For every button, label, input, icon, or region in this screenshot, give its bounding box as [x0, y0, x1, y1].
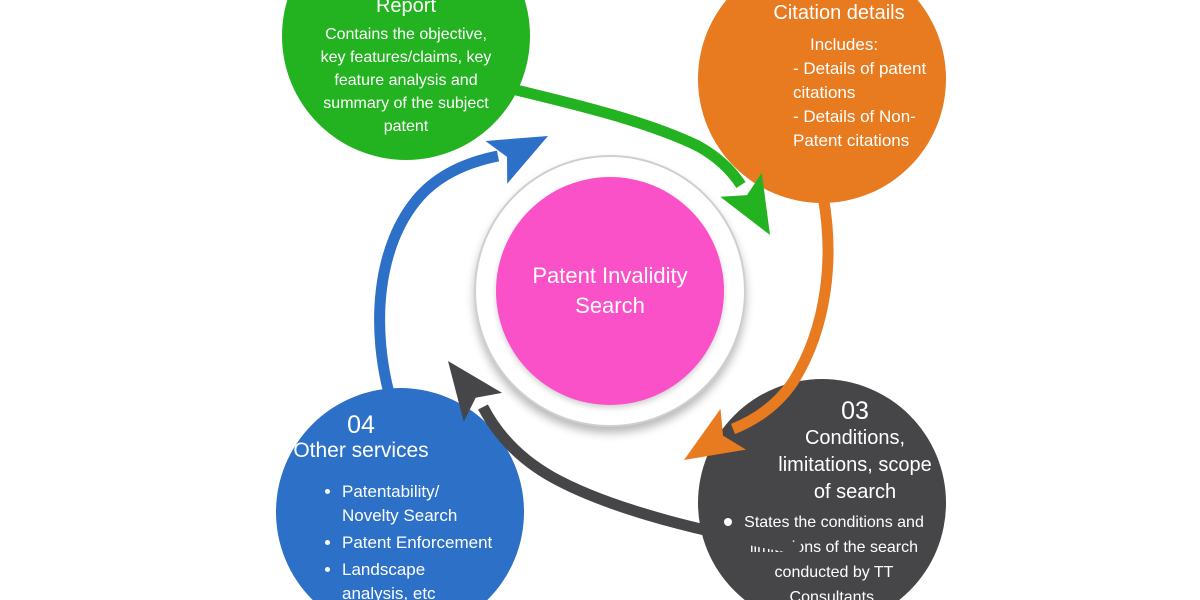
citation-details-title: Citation details: [773, 2, 905, 24]
center-node: Patent Invalidity Search: [496, 177, 724, 405]
citation-details-node: Citation details Includes: - Details of …: [698, 0, 946, 203]
other-services-number: 04: [347, 411, 375, 439]
citation-details-intro: Includes:: [810, 35, 879, 54]
conditions-bullet: States the conditions and limitations of…: [698, 510, 946, 600]
report-body: Contains the objective, key features/cla…: [320, 26, 492, 135]
citation-details-body: - Details of patent citations - Details …: [793, 59, 927, 150]
conditions-title: Conditions, limitations, scope of search: [778, 427, 932, 503]
other-services-node: 04 Other services Patentability/ Novelty…: [276, 388, 524, 600]
other-services-list: Patentability/ Novelty SearchPatent Enfo…: [312, 480, 512, 600]
list-item: Patentability/ Novelty Search: [342, 480, 512, 528]
other-services-title: Other services: [293, 439, 429, 462]
bullet-dot: [724, 518, 732, 526]
center-label: Patent Invalidity Search: [532, 263, 688, 318]
list-item: Patent Enforcement: [342, 531, 512, 555]
conditions-node: 03 Conditions, limitations, scope of sea…: [698, 379, 946, 600]
conditions-number: 03: [841, 397, 869, 425]
report-title: Report: [375, 0, 437, 17]
conditions-bullet-text: States the conditions and limitations of…: [744, 514, 924, 600]
list-item: Landscape analysis, etc: [342, 558, 512, 600]
report-node: Report Contains the objective, key featu…: [282, 0, 530, 160]
